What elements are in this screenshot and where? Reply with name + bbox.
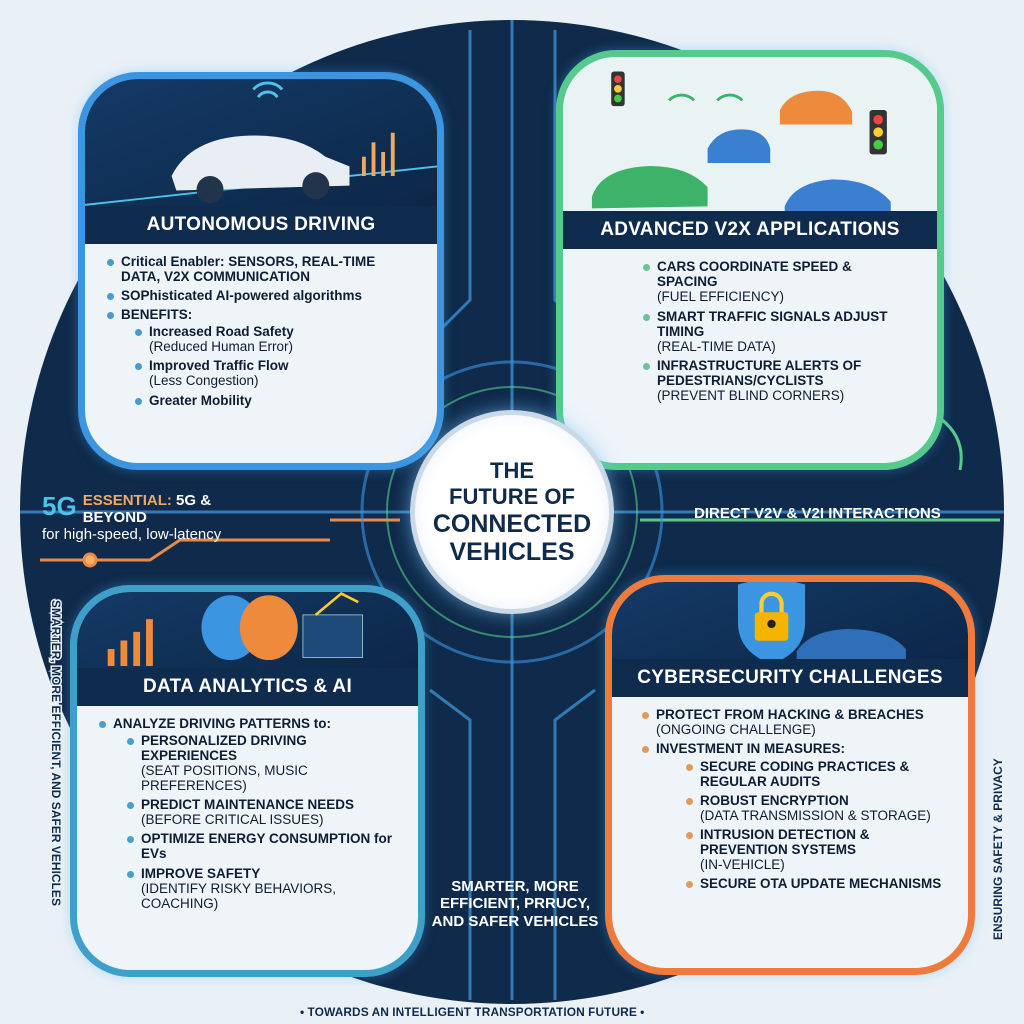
sub-list: Increased Road Safety(Reduced Human Erro… <box>121 322 415 408</box>
center-line4: VEHICLES <box>449 538 575 566</box>
brain-analytics-illustration <box>77 592 418 668</box>
panel-title: AUTONOMOUS DRIVING <box>85 205 437 244</box>
item-text: OPTIMIZE ENERGY CONSUMPTION for EVs <box>141 831 393 862</box>
list-item: INVESTMENT IN MEASURES:SECURE CODING PRA… <box>642 741 946 891</box>
list-item: SMART TRAFFIC SIGNALS ADJUST TIMING(REAL… <box>643 309 915 354</box>
panel-title: CYBERSECURITY CHALLENGES <box>612 659 968 698</box>
item-note: (FUEL EFFICIENCY) <box>657 289 785 305</box>
item-list: ANALYZE DRIVING PATTERNS to:PERSONALIZED… <box>77 706 418 925</box>
center-title-circle: THE FUTURE OF CONNECTED VEHICLES <box>410 410 614 614</box>
center-line2: FUTURE OF <box>449 484 575 509</box>
list-item: Critical Enabler: SENSORS, REAL-TIME DAT… <box>107 254 415 284</box>
fiveg-rest: 5G & BEYOND <box>82 492 212 526</box>
item-list: CARS COORDINATE SPEED & SPACING(FUEL EFF… <box>563 249 937 417</box>
item-text: INFRASTRUCTURE ALERTS OF PEDESTRIANS/CYC… <box>657 357 862 389</box>
list-item: IMPROVE SAFETY(IDENTIFY RISKY BEHAVIORS,… <box>127 866 396 911</box>
item-text: INVESTMENT IN MEASURES: <box>656 741 846 757</box>
item-note: (DATA TRANSMISSION & STORAGE) <box>700 807 931 823</box>
center-line1: THE <box>490 458 534 483</box>
item-note: (Less Congestion) <box>149 373 259 389</box>
fiveg-callout: 5G ESSENTIAL: 5G & BEYOND for high-speed… <box>42 492 239 543</box>
item-text: PREDICT MAINTENANCE NEEDS <box>141 797 355 813</box>
panel-cybersecurity: CYBERSECURITY CHALLENGES PROTECT FROM HA… <box>605 575 975 975</box>
list-item: PROTECT FROM HACKING & BREACHES(ONGOING … <box>642 707 946 737</box>
list-item: OPTIMIZE ENERGY CONSUMPTION for EVs <box>127 831 396 861</box>
panel-title: ADVANCED V2X APPLICATIONS <box>563 211 937 250</box>
list-item: SOPhisticated AI-powered algorithms <box>107 288 415 303</box>
panel-data-analytics: DATA ANALYTICS & AI ANALYZE DRIVING PATT… <box>70 585 425 977</box>
item-text: PROTECT FROM HACKING & BREACHES <box>656 707 924 723</box>
panel-autonomous-driving: AUTONOMOUS DRIVING Critical Enabler: SEN… <box>78 72 444 470</box>
item-text: SECURE OTA UPDATE MECHANISMS <box>700 876 942 892</box>
item-note: (REAL-TIME DATA) <box>657 338 776 354</box>
list-item: Greater Mobility <box>135 393 415 408</box>
item-note: (SEAT POSITIONS, MUSIC PREFERENCES) <box>141 762 308 794</box>
list-item: BENEFITS:Increased Road Safety(Reduced H… <box>107 307 415 408</box>
list-item: PREDICT MAINTENANCE NEEDS(BEFORE CRITICA… <box>127 797 396 827</box>
v2x-cars-illustration <box>563 57 937 212</box>
list-item: SECURE CODING PRACTICES & REGULAR AUDITS <box>686 759 946 789</box>
item-text: ANALYZE DRIVING PATTERNS to: <box>113 715 332 731</box>
item-text: IMPROVE SAFETY <box>141 865 261 881</box>
item-text: SOPhisticated AI-powered algorithms <box>121 287 363 303</box>
panel-v2x-applications: ADVANCED V2X APPLICATIONS CARS COORDINAT… <box>556 50 944 470</box>
list-item: Improved Traffic Flow(Less Congestion) <box>135 358 415 388</box>
item-note: (Reduced Human Error) <box>149 339 294 355</box>
smart-vehicles-callout: SMARTER, MORE EFFICIENT, PRRUCY, AND SAF… <box>431 878 599 930</box>
padlock-car-illustration <box>612 582 968 660</box>
list-item: SECURE OTA UPDATE MECHANISMS <box>686 876 946 891</box>
item-text: BENEFITS: <box>121 307 193 323</box>
center-line3: CONNECTED <box>432 510 592 538</box>
list-item: ANALYZE DRIVING PATTERNS to:PERSONALIZED… <box>99 716 396 911</box>
list-item: PERSONALIZED DRIVING EXPERIENCES(SEAT PO… <box>127 733 396 793</box>
list-item: INFRASTRUCTURE ALERTS OF PEDESTRIANS/CYC… <box>643 358 915 403</box>
panel-title: DATA ANALYTICS & AI <box>77 667 418 706</box>
item-note: (PREVENT BLIND CORNERS) <box>657 388 845 404</box>
item-list: PROTECT FROM HACKING & BREACHES(ONGOING … <box>612 697 968 905</box>
item-text: SECURE CODING PRACTICES & REGULAR AUDITS <box>700 758 910 789</box>
list-item: CARS COORDINATE SPEED & SPACING(FUEL EFF… <box>643 259 915 304</box>
item-text: INTRUSION DETECTION & PREVENTION SYSTEMS <box>700 826 870 858</box>
fiveg-title: ESSENTIAL: <box>82 492 172 509</box>
sub-list: SECURE CODING PRACTICES & REGULAR AUDITS… <box>656 757 946 892</box>
item-text: Increased Road Safety <box>149 324 294 340</box>
list-item: ROBUST ENCRYPTION(DATA TRANSMISSION & ST… <box>686 793 946 823</box>
autonomous-car-illustration <box>85 79 437 206</box>
fiveg-subtitle: for high-speed, low-latency <box>42 526 222 543</box>
item-note: (BEFORE CRITICAL ISSUES) <box>141 812 324 828</box>
list-item: INTRUSION DETECTION & PREVENTION SYSTEMS… <box>686 827 946 872</box>
item-text: ROBUST ENCRYPTION <box>700 792 849 808</box>
item-note: (IN-VEHICLE) <box>700 857 785 873</box>
item-text: Improved Traffic Flow <box>149 358 289 374</box>
item-text: Critical Enabler: SENSORS, REAL-TIME DAT… <box>121 253 376 284</box>
item-note: (ONGOING CHALLENGE) <box>656 722 816 738</box>
item-text: CARS COORDINATE SPEED & SPACING <box>657 259 852 290</box>
sub-list: PERSONALIZED DRIVING EXPERIENCES(SEAT PO… <box>113 731 396 911</box>
item-text: SMART TRAFFIC SIGNALS ADJUST TIMING <box>657 308 888 339</box>
list-item: Increased Road Safety(Reduced Human Erro… <box>135 324 415 354</box>
item-list: Critical Enabler: SENSORS, REAL-TIME DAT… <box>85 244 437 422</box>
item-note: (IDENTIFY RISKY BEHAVIORS, COACHING) <box>141 880 337 911</box>
item-text: PERSONALIZED DRIVING EXPERIENCES <box>141 732 307 763</box>
fiveg-icon: 5G <box>42 491 77 521</box>
item-text: Greater Mobility <box>149 392 252 408</box>
v2v-callout: DIRECT V2V & V2I INTERACTIONS <box>694 505 941 522</box>
